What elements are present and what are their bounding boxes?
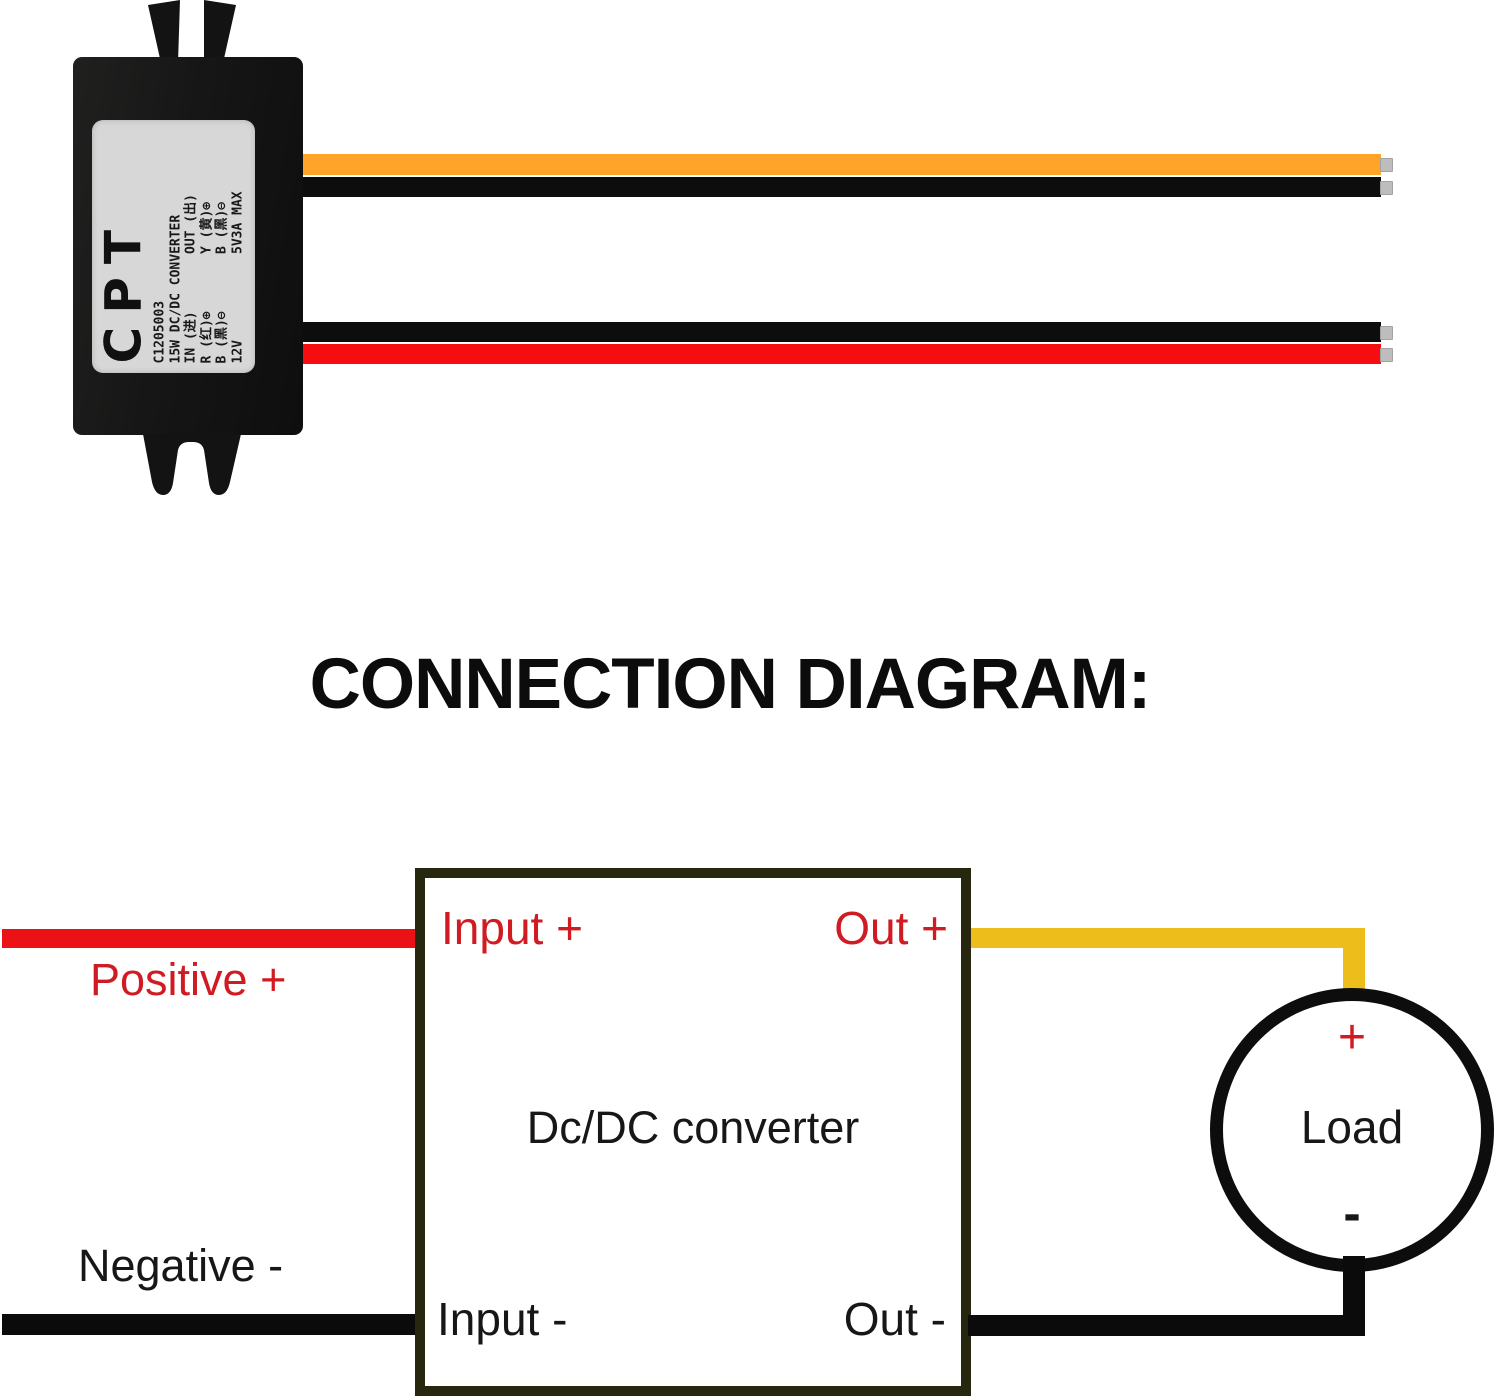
label-in: IN (进) bbox=[183, 310, 198, 363]
model-number: C1205003 bbox=[152, 300, 167, 363]
brand-text: CPT bbox=[94, 216, 152, 363]
label-row-negative-wires: B (黑)⊖ B (黑)⊖ bbox=[214, 130, 230, 363]
label-black-wire-in: B (黑)⊖ bbox=[214, 310, 229, 363]
box-label-out-positive: Out + bbox=[834, 902, 948, 954]
load-plus-label: + bbox=[1337, 1011, 1367, 1064]
output-negative-wire-black bbox=[295, 177, 1381, 197]
load-minus-label: - bbox=[1343, 1185, 1361, 1243]
label-input-voltage: 12V bbox=[229, 339, 245, 363]
label-black-wire-out: B (黑)⊖ bbox=[214, 201, 229, 254]
converter-box bbox=[415, 868, 971, 1396]
product-label-rotated-text: CPT C1205003 15W DC/DC CONVERTER IN (进) … bbox=[92, 120, 255, 373]
product-label: CPT C1205003 15W DC/DC CONVERTER IN (进) … bbox=[92, 120, 255, 373]
source-label-positive: Positive + bbox=[90, 954, 287, 1005]
wire-tip bbox=[1380, 348, 1393, 362]
mounting-fork-bottom bbox=[143, 434, 241, 495]
wire-tip bbox=[1380, 181, 1393, 195]
box-label-out-negative: Out - bbox=[843, 1293, 946, 1345]
diagram-output-negative-wire bbox=[968, 1315, 1365, 1336]
diagram-output-positive-wire-drop bbox=[1343, 928, 1365, 1003]
diagram-input-negative-wire bbox=[2, 1314, 416, 1335]
box-label-input-negative: Input - bbox=[437, 1293, 568, 1345]
label-output-rating: 5V3A MAX bbox=[229, 190, 245, 254]
spec-text: 15W DC/DC CONVERTER bbox=[167, 214, 183, 363]
label-out: OUT (出) bbox=[183, 193, 198, 254]
label-row-ratings: 12V 5V3A MAX bbox=[230, 130, 246, 363]
label-row-io: IN (进) OUT (出) bbox=[183, 130, 199, 363]
label-row-positive-wires: R (红)⊕ Y (黄)⊕ bbox=[199, 130, 215, 363]
box-label-converter-name: Dc/DC converter bbox=[526, 1102, 860, 1153]
wire-tip bbox=[1380, 326, 1393, 340]
box-label-input-positive: Input + bbox=[441, 902, 583, 954]
diagram-output-positive-wire bbox=[971, 928, 1365, 948]
load-label: Load bbox=[1300, 1101, 1404, 1153]
label-yellow-wire: Y (黄)⊕ bbox=[198, 201, 214, 254]
mounting-fork-top bbox=[148, 0, 236, 63]
wire-tip bbox=[1380, 158, 1393, 172]
output-positive-wire-yellow bbox=[295, 154, 1381, 175]
page-title: CONNECTION DIAGRAM: bbox=[309, 645, 1152, 724]
input-positive-wire-red bbox=[295, 344, 1381, 364]
input-negative-wire-black bbox=[295, 322, 1381, 342]
source-label-negative: Negative - bbox=[78, 1240, 284, 1291]
diagram-input-positive-wire bbox=[2, 929, 416, 948]
label-red-wire: R (红)⊕ bbox=[198, 310, 214, 363]
